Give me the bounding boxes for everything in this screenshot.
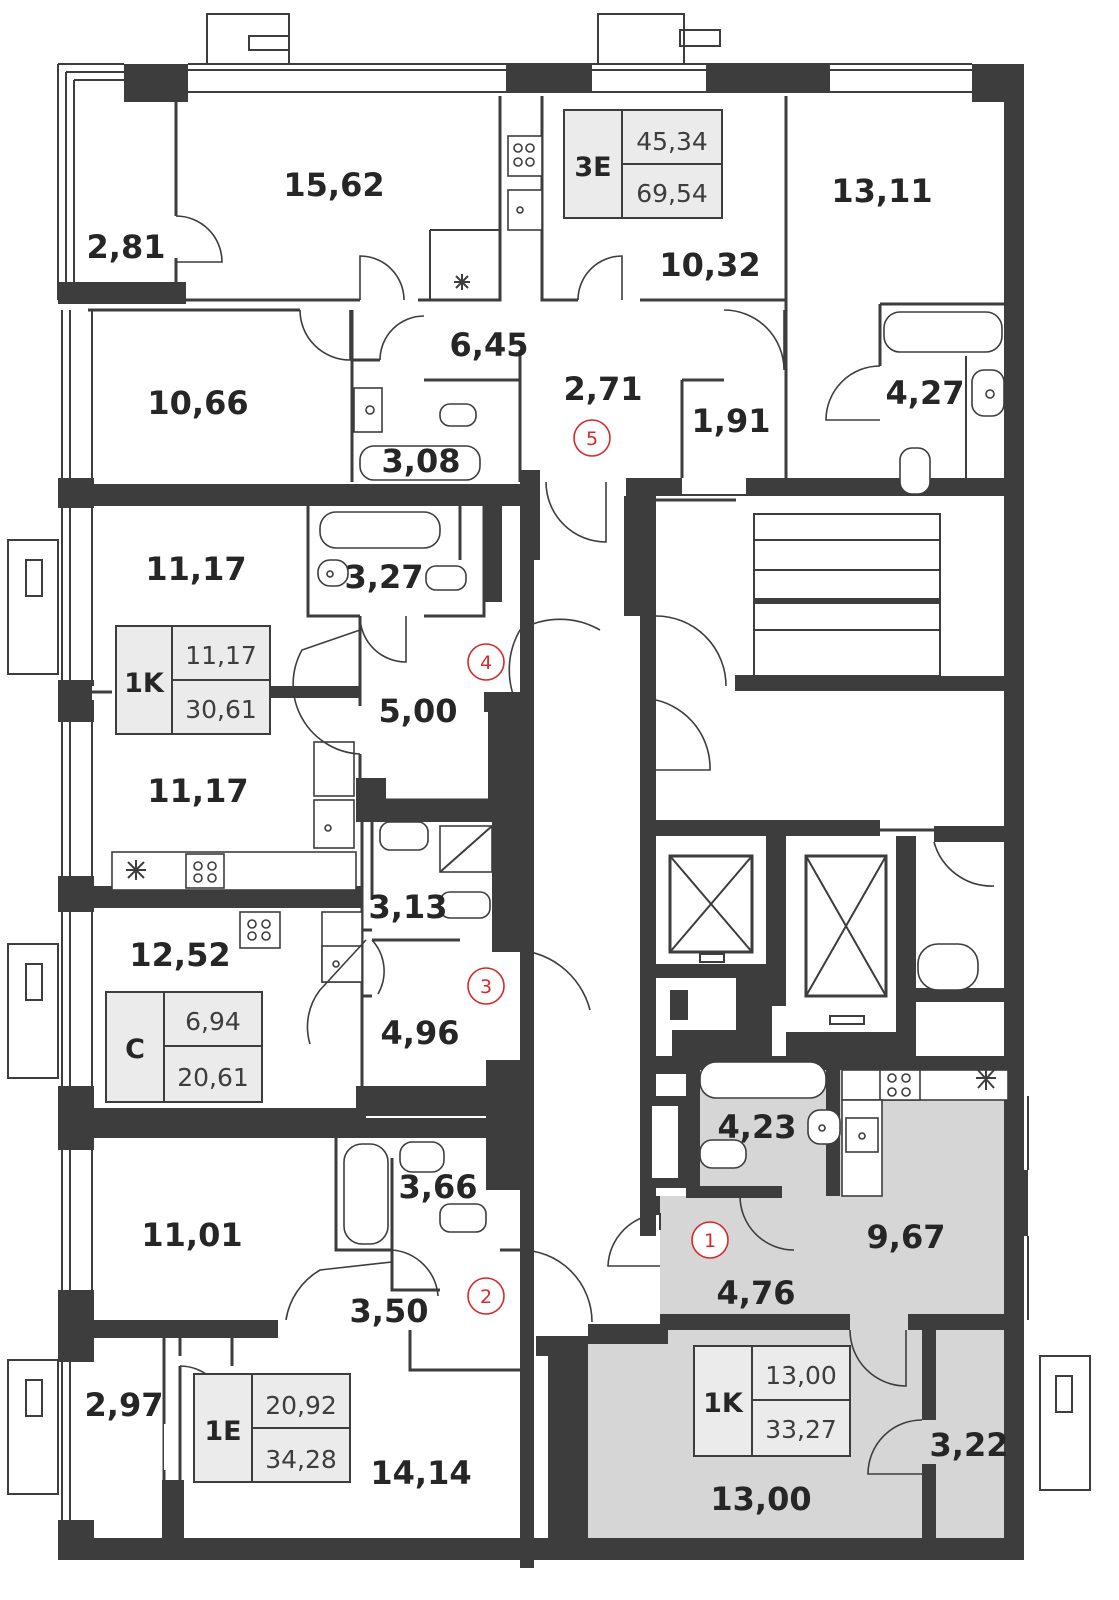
apartment-badge: 1K 13,00 33,27: [693, 1345, 851, 1457]
apartment-badge: C 6,94 20,61: [105, 991, 263, 1103]
room-area: 6,45: [450, 326, 529, 364]
room-area: 2,81: [87, 228, 166, 266]
total-area: 69,54: [636, 179, 708, 208]
fixtures: [111, 135, 1009, 1245]
apartment-code: 1K: [124, 668, 165, 699]
room-area: 2,97: [85, 1386, 164, 1424]
room-area: 4,23: [718, 1108, 797, 1146]
total-area: 34,28: [265, 1445, 337, 1474]
apartment-code: 3E: [574, 152, 611, 183]
room-area: 3,13: [369, 888, 448, 926]
apartment-code: 1K: [703, 1388, 744, 1419]
living-area: 11,17: [185, 641, 257, 670]
room-area: 3,66: [399, 1168, 478, 1206]
room-area: 1,91: [692, 402, 771, 440]
living-area: 45,34: [636, 127, 708, 156]
room-area: 10,66: [147, 384, 248, 422]
apartment-badge: 1E 20,92 34,28: [193, 1373, 351, 1483]
living-area: 13,00: [765, 1361, 837, 1390]
room-areas: 2,81 15,62 10,32 13,11 6,45 10,66 3,08 2…: [85, 166, 1009, 1518]
apartment-marker: 5: [586, 428, 598, 450]
apartment-badge: 1K 11,17 30,61: [115, 625, 271, 735]
exterior-walls: [58, 64, 1028, 1560]
stairwell: [753, 513, 941, 677]
total-area: 30,61: [185, 695, 257, 724]
room-area: 11,17: [147, 772, 248, 810]
apartment-code: 1E: [204, 1416, 241, 1447]
room-area: 15,62: [283, 166, 384, 204]
room-area: 11,17: [145, 550, 246, 588]
room-area: 2,71: [564, 370, 643, 408]
apartment-marker: 1: [704, 1230, 716, 1252]
room-area: 12,52: [129, 936, 230, 974]
room-area: 3,22: [930, 1426, 1009, 1464]
room-area: 10,32: [659, 246, 760, 284]
apartment-code: C: [125, 1034, 145, 1065]
room-area: 3,08: [382, 442, 461, 480]
room-area: 13,00: [710, 1480, 811, 1518]
total-area: 33,27: [765, 1415, 837, 1444]
room-area: 3,27: [345, 558, 424, 596]
room-area: 5,00: [379, 692, 458, 730]
apartment-badges: 3E 45,34 69,54 1K 11,17 30,61 C 6,94 20,…: [105, 109, 851, 1483]
apartment-markers: 5 4 3 2 1: [467, 419, 729, 1315]
doors: [175, 215, 995, 1475]
room-area: 4,96: [381, 1014, 460, 1052]
apartment-marker: 4: [480, 652, 492, 674]
room-area: 3,50: [350, 1292, 429, 1330]
room-area: 9,67: [867, 1218, 946, 1256]
balconies: [7, 13, 1091, 1495]
living-area: 20,92: [265, 1391, 337, 1420]
elevators: [668, 854, 888, 1025]
room-area: 11,01: [141, 1216, 242, 1254]
room-area: 4,76: [717, 1274, 796, 1312]
total-area: 20,61: [177, 1063, 249, 1092]
apartment-marker: 3: [480, 976, 492, 998]
room-area: 13,11: [831, 172, 932, 210]
living-area: 6,94: [185, 1007, 241, 1036]
apartment-marker: 2: [480, 1286, 492, 1308]
apartment-badge: 3E 45,34 69,54: [563, 109, 723, 219]
room-area: 4,27: [886, 374, 965, 412]
room-area: 14,14: [370, 1454, 471, 1492]
